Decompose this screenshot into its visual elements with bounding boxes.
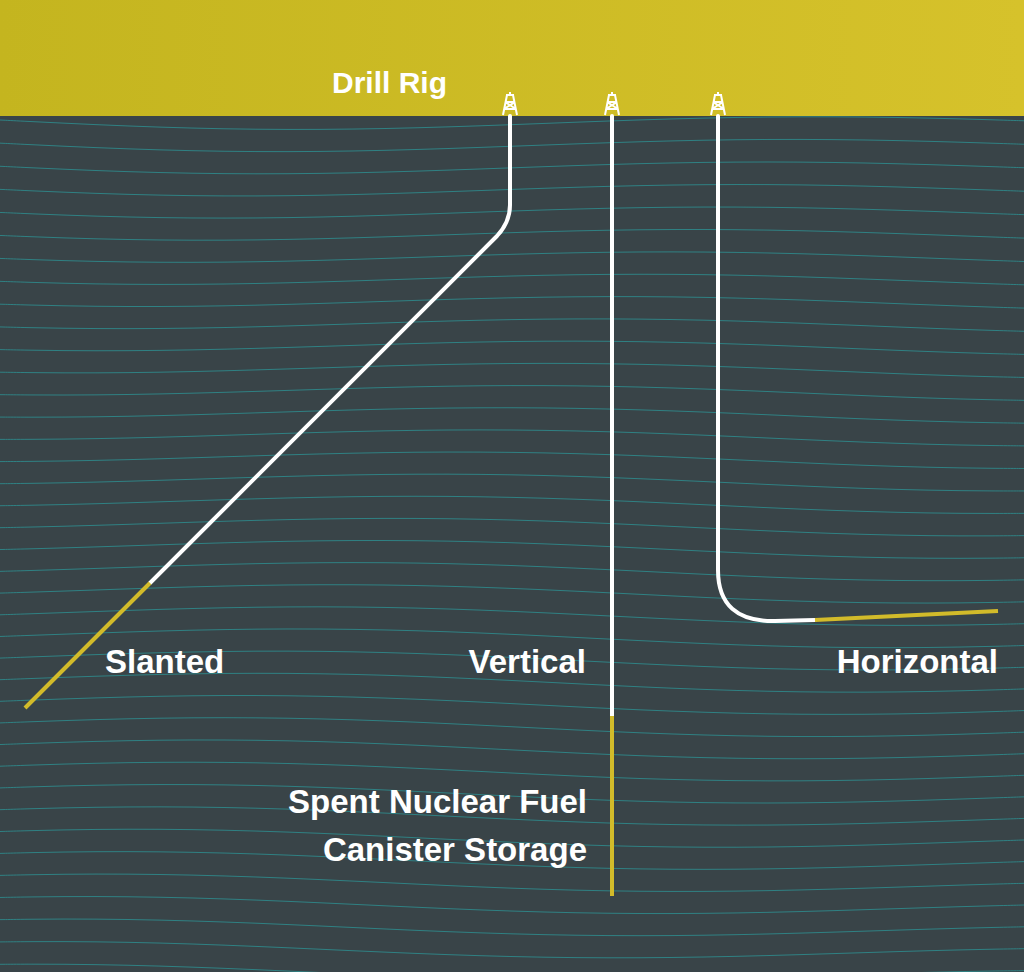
strata-line	[0, 695, 1024, 714]
strata-line	[0, 229, 1024, 240]
strata-line	[0, 964, 1024, 972]
strata-line	[0, 207, 1024, 218]
derrick	[605, 92, 619, 115]
drill-rig-icon	[605, 92, 619, 115]
strata-line	[0, 363, 1024, 377]
strata-line	[0, 607, 1024, 626]
strata-line	[0, 897, 1024, 914]
strata-line	[0, 919, 1024, 936]
strata-line	[0, 452, 1024, 468]
strata-lines	[0, 117, 1024, 972]
strata-line	[0, 341, 1024, 354]
surface-band	[0, 0, 1024, 116]
storage-label: Spent Nuclear Fuel Canister Storage	[207, 778, 587, 874]
drill-rigs	[503, 92, 725, 115]
vertical-borehole	[610, 116, 614, 716]
strata-line	[0, 762, 1024, 781]
vertical-storage	[610, 716, 614, 896]
strata-line	[0, 518, 1024, 536]
horizontal-borehole	[718, 116, 815, 621]
derrick	[711, 92, 725, 115]
horizontal-storage	[815, 611, 998, 620]
strata-line	[0, 718, 1024, 737]
method-label: Horizontal	[837, 638, 998, 686]
strata-line	[0, 874, 1024, 891]
surface-label: Drill Rig	[332, 61, 447, 105]
strata-line	[0, 430, 1024, 446]
boreholes	[150, 116, 815, 716]
storage-sections	[25, 583, 998, 896]
drill-rig-icon	[503, 92, 517, 115]
strata-line	[0, 740, 1024, 759]
strata-line	[0, 942, 1024, 958]
strata-line	[0, 297, 1024, 308]
strata-line	[0, 274, 1024, 285]
strata-line	[0, 408, 1024, 423]
strata-line	[0, 540, 1024, 558]
strata-line	[0, 474, 1024, 491]
slanted-borehole	[150, 116, 510, 583]
strata-line	[0, 252, 1024, 262]
strata-line	[0, 496, 1024, 513]
method-label: Slanted	[105, 638, 224, 686]
strata-line	[0, 585, 1024, 603]
method-label: Vertical	[469, 638, 586, 686]
strata-line	[0, 386, 1024, 401]
derrick	[503, 92, 517, 115]
strata-line	[0, 319, 1024, 331]
drill-rig-icon	[711, 92, 725, 115]
